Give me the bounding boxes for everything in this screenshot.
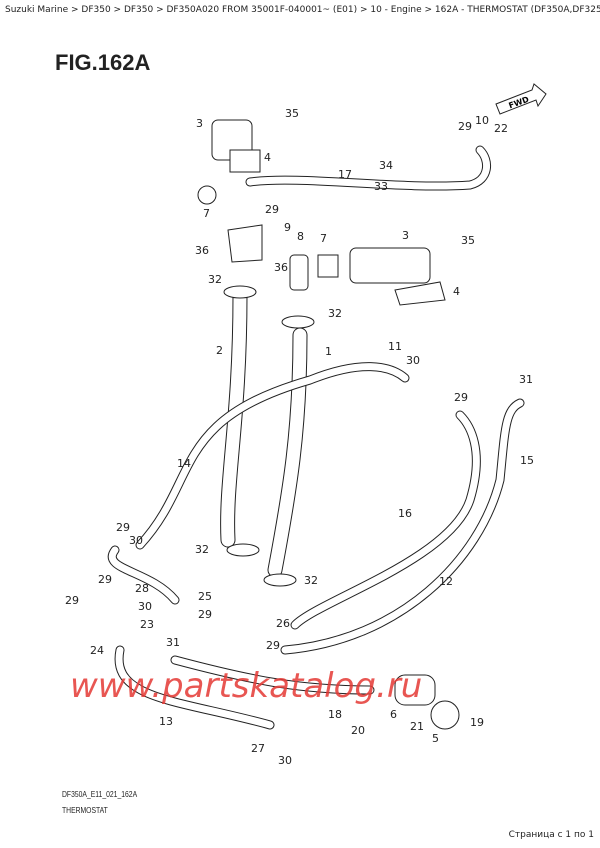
- callout-16[interactable]: 16: [398, 507, 412, 520]
- page-indicator: Страница с 1 по 1: [508, 830, 594, 840]
- callout-1[interactable]: 1: [325, 345, 332, 358]
- callout-31[interactable]: 31: [166, 636, 180, 649]
- callout-20[interactable]: 20: [351, 724, 365, 737]
- callout-31[interactable]: 31: [519, 373, 533, 386]
- fwd-label: FWD: [507, 95, 530, 111]
- callout-30[interactable]: 30: [406, 354, 420, 367]
- callout-36[interactable]: 36: [195, 244, 209, 257]
- callout-33[interactable]: 33: [374, 180, 388, 193]
- callout-3[interactable]: 3: [196, 117, 203, 130]
- callout-23[interactable]: 23: [140, 618, 154, 631]
- callout-35[interactable]: 35: [285, 107, 299, 120]
- callout-7[interactable]: 7: [320, 232, 327, 245]
- callout-21[interactable]: 21: [410, 720, 424, 733]
- callout-29[interactable]: 29: [266, 639, 280, 652]
- diagram-code: DF350A_E11_021_162A: [62, 789, 138, 799]
- callout-15[interactable]: 15: [520, 454, 534, 467]
- callout-29[interactable]: 29: [198, 608, 212, 621]
- callout-35[interactable]: 35: [461, 234, 475, 247]
- callout-29[interactable]: 29: [265, 203, 279, 216]
- callout-29[interactable]: 29: [458, 120, 472, 133]
- callout-11[interactable]: 11: [388, 340, 402, 353]
- hoses: [107, 145, 525, 730]
- watermark: www.partskatalog.ru: [70, 666, 422, 706]
- breadcrumb[interactable]: Suzuki Marine > DF350 > DF350 > DF350A02…: [5, 5, 600, 15]
- callout-6[interactable]: 6: [390, 708, 397, 721]
- callout-19[interactable]: 19: [470, 716, 484, 729]
- callout-4[interactable]: 4: [264, 151, 271, 164]
- callout-13[interactable]: 13: [159, 715, 173, 728]
- callout-17[interactable]: 17: [338, 168, 352, 181]
- callout-36[interactable]: 36: [274, 261, 288, 274]
- callout-12[interactable]: 12: [439, 575, 453, 588]
- fwd-arrow-icon: FWD: [495, 83, 547, 115]
- callout-25[interactable]: 25: [198, 590, 212, 603]
- callout-30[interactable]: 30: [129, 534, 143, 547]
- callout-4[interactable]: 4: [453, 285, 460, 298]
- callout-32[interactable]: 32: [328, 307, 342, 320]
- callout-28[interactable]: 28: [135, 582, 149, 595]
- callout-22[interactable]: 22: [494, 122, 508, 135]
- callout-26[interactable]: 26: [276, 617, 290, 630]
- callout-2[interactable]: 2: [216, 344, 223, 357]
- callout-27[interactable]: 27: [251, 742, 265, 755]
- callout-29[interactable]: 29: [116, 521, 130, 534]
- callout-30[interactable]: 30: [138, 600, 152, 613]
- callout-30[interactable]: 30: [278, 754, 292, 767]
- callout-7[interactable]: 7: [203, 207, 210, 220]
- callout-29[interactable]: 29: [98, 573, 112, 586]
- callout-10[interactable]: 10: [475, 114, 489, 127]
- diagram-caption: THERMOSTAT: [62, 805, 108, 815]
- callout-32[interactable]: 32: [208, 273, 222, 286]
- callout-32[interactable]: 32: [304, 574, 318, 587]
- callout-32[interactable]: 32: [195, 543, 209, 556]
- figure-title: FIG.162A: [55, 50, 151, 75]
- callout-3[interactable]: 3: [402, 229, 409, 242]
- callout-8[interactable]: 8: [297, 230, 304, 243]
- callout-29[interactable]: 29: [454, 391, 468, 404]
- components: [197, 119, 460, 730]
- callout-29[interactable]: 29: [65, 594, 79, 607]
- callout-14[interactable]: 14: [177, 457, 191, 470]
- callout-24[interactable]: 24: [90, 644, 104, 657]
- callout-5[interactable]: 5: [432, 732, 439, 745]
- callout-18[interactable]: 18: [328, 708, 342, 721]
- callout-34[interactable]: 34: [379, 159, 393, 172]
- callout-9[interactable]: 9: [284, 221, 291, 234]
